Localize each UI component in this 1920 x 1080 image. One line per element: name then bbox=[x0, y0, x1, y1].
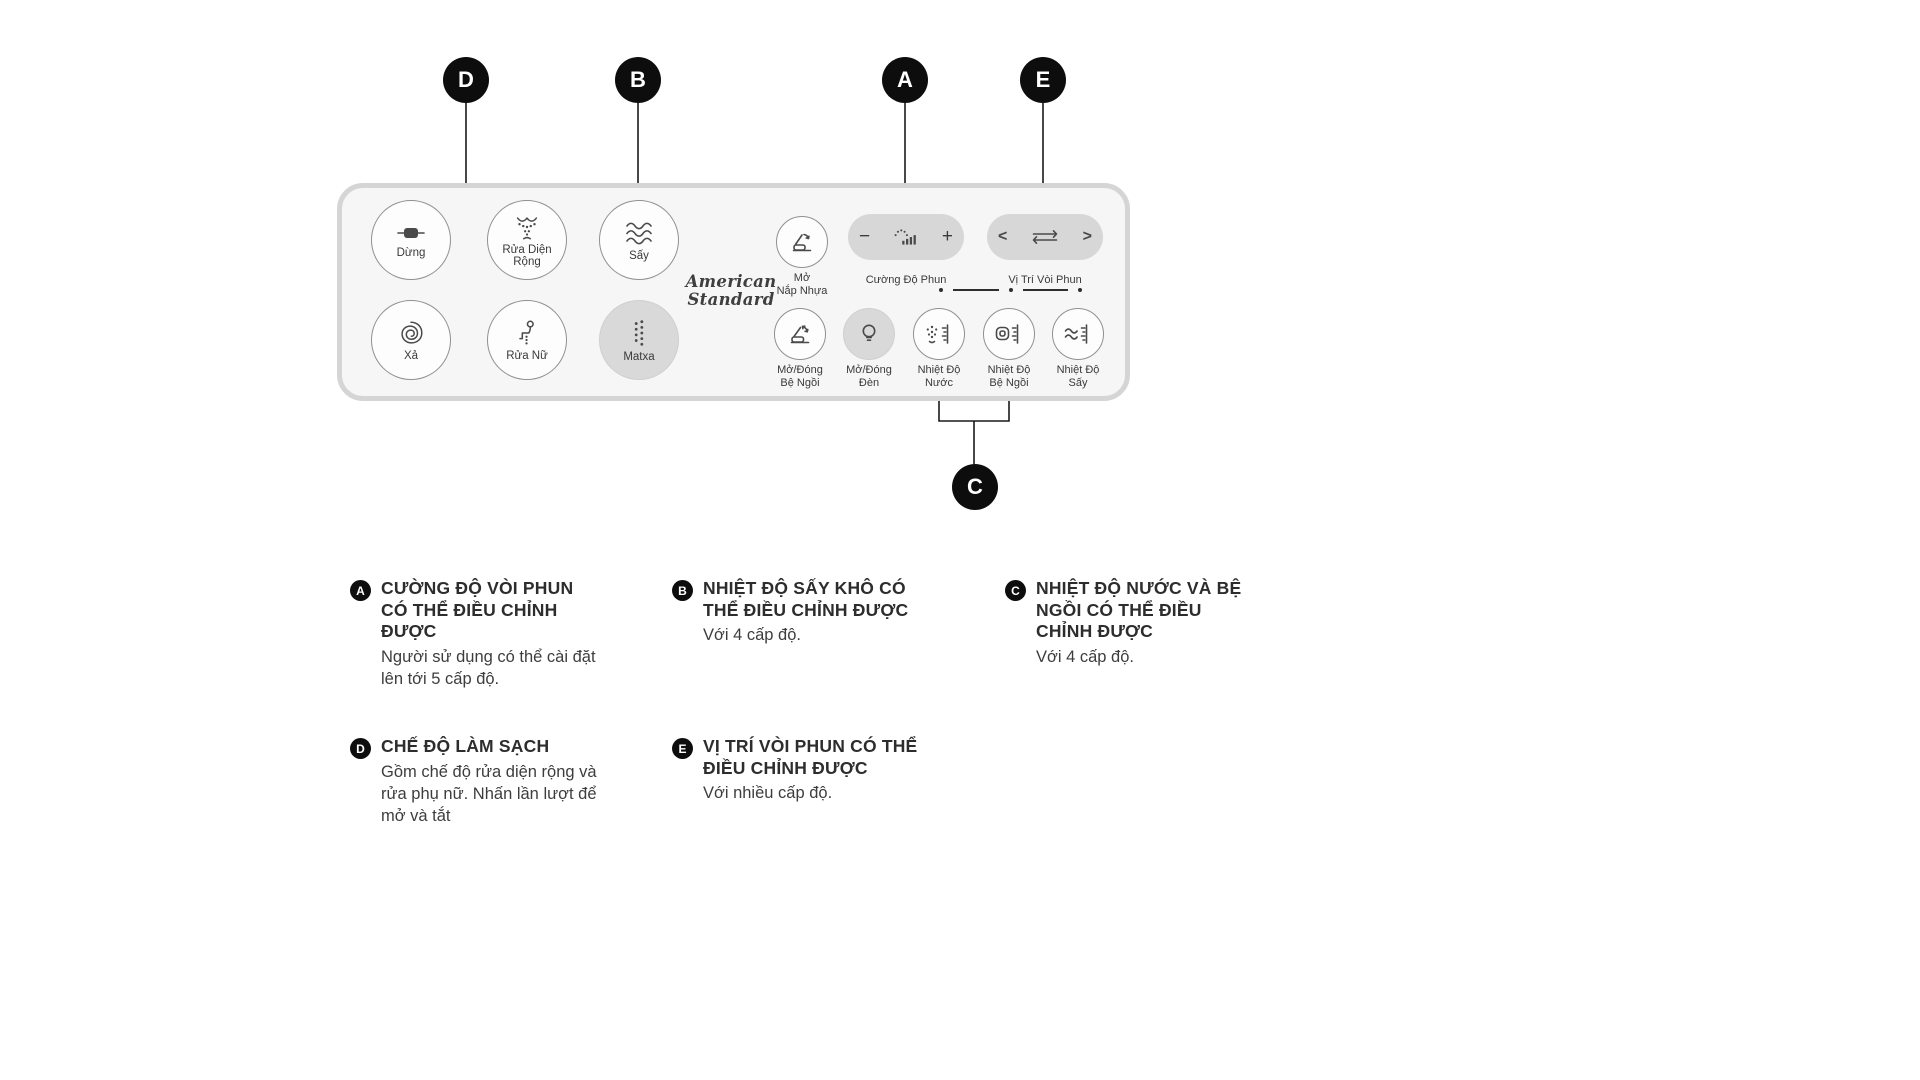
dry-temp-button bbox=[1052, 308, 1104, 360]
legend-title-a: CƯỜNG ĐỘ VÒI PHUN CÓ THỂ ĐIỀU CHỈNH ĐƯỢC bbox=[381, 578, 574, 641]
massage-icon bbox=[630, 317, 648, 349]
seat-open-button bbox=[774, 308, 826, 360]
callout-a: A bbox=[882, 57, 928, 103]
legend-item-e: E VỊ TRÍ VÒI PHUN CÓ THỂ ĐIỀU CHỈNH ĐƯỢC… bbox=[672, 736, 920, 804]
legend-title-e: VỊ TRÍ VÒI PHUN CÓ THỂ ĐIỀU CHỈNH ĐƯỢC bbox=[703, 736, 918, 778]
callout-line-c bbox=[938, 399, 1010, 464]
nozzle-position-label: Vị Trí Vòi Phun bbox=[1008, 274, 1082, 286]
legend-title-c: NHIỆT ĐỘ NƯỚC VÀ BỆ NGỒI CÓ THỂ ĐIỀU CHỈ… bbox=[1036, 578, 1242, 641]
flush-label: Xả bbox=[403, 349, 419, 362]
indicator-dot bbox=[939, 288, 943, 292]
indicator-dot bbox=[1009, 288, 1013, 292]
callout-b: B bbox=[615, 57, 661, 103]
legend-desc-b: Với 4 cấp độ. bbox=[703, 626, 801, 644]
legend-item-d: D CHẾ ĐỘ LÀM SẠCH Gồm chế độ rửa diện rộ… bbox=[350, 736, 612, 827]
female-wash-button: Rửa Nữ bbox=[487, 300, 567, 380]
dry-label: Sấy bbox=[629, 249, 649, 262]
legend-badge-c: C bbox=[1005, 580, 1026, 601]
callout-a-letter: A bbox=[897, 67, 913, 92]
callout-d-letter: D bbox=[458, 67, 474, 92]
dry-temp-icon bbox=[1063, 320, 1093, 348]
callout-e: E bbox=[1020, 57, 1066, 103]
legend-badge-d: D bbox=[350, 738, 371, 759]
legend-item-c: C NHIỆT ĐỘ NƯỚC VÀ BỆ NGỒI CÓ THỂ ĐIỀU C… bbox=[1005, 578, 1257, 668]
water-temp-label: Nhiệt Độ Nước bbox=[917, 364, 961, 389]
spray-strength-label: Cường Độ Phun bbox=[865, 274, 947, 286]
water-temp-icon bbox=[924, 320, 954, 348]
dry-temp-label: Nhiệt Độ Sấy bbox=[1056, 364, 1100, 389]
callout-d: D bbox=[443, 57, 489, 103]
light-label: Mở/Đóng Đèn bbox=[846, 364, 892, 389]
callout-c-letter: C bbox=[967, 474, 983, 499]
legend-desc-a: Người sử dụng có thể cài đặt lên tới 5 c… bbox=[381, 647, 596, 688]
wide-wash-icon bbox=[511, 212, 543, 242]
wide-wash-button: Rửa Diện Rộng bbox=[487, 200, 567, 280]
indicator-dot bbox=[1078, 288, 1082, 292]
legend-item-a: A CƯỜNG ĐỘ VÒI PHUN CÓ THỂ ĐIỀU CHỈNH ĐƯ… bbox=[350, 578, 602, 690]
lid-open-icon bbox=[789, 229, 815, 255]
spray-strength-control: − + bbox=[848, 214, 964, 260]
legend-badge-b: B bbox=[672, 580, 693, 601]
seat-temp-button bbox=[983, 308, 1035, 360]
seat-temp-label: Nhiệt Độ Bệ Ngồi bbox=[987, 364, 1031, 389]
seat-open-label: Mở/Đóng Bệ Ngồi bbox=[777, 364, 823, 389]
flush-button: Xả bbox=[371, 300, 451, 380]
legend-item-b: B NHIỆT ĐỘ SẤY KHÔ CÓ THỂ ĐIỀU CHỈNH ĐƯỢ… bbox=[672, 578, 920, 646]
dry-icon bbox=[623, 218, 655, 248]
nozzle-position-icon bbox=[1030, 228, 1060, 246]
legend-desc-c: Với 4 cấp độ. bbox=[1036, 647, 1134, 666]
bulb-icon bbox=[856, 321, 882, 347]
seat-temp-icon bbox=[994, 320, 1024, 348]
dry-button: Sấy bbox=[599, 200, 679, 280]
flush-icon bbox=[395, 318, 427, 348]
chevron-left-icon: < bbox=[998, 228, 1008, 245]
legend-badge-a: A bbox=[350, 580, 371, 601]
remote-panel: Dừng Xả Rửa Diện Rộng bbox=[337, 183, 1130, 401]
legend-desc-d: Gồm chế độ rửa diện rộng và rửa phụ nữ. … bbox=[381, 762, 597, 825]
plus-icon: + bbox=[941, 226, 953, 247]
female-wash-label: Rửa Nữ bbox=[506, 349, 548, 362]
spray-strength-icon bbox=[889, 226, 923, 248]
brand-line1: American bbox=[685, 272, 777, 291]
chevron-right-icon: > bbox=[1082, 228, 1092, 245]
stop-icon bbox=[396, 221, 426, 245]
light-button bbox=[843, 308, 895, 360]
brand-logo: American Standard bbox=[671, 273, 791, 308]
legend-title-b: NHIỆT ĐỘ SẤY KHÔ CÓ THỂ ĐIỀU CHỈNH ĐƯỢC bbox=[703, 578, 909, 620]
minus-icon: − bbox=[859, 226, 871, 247]
indicator-line bbox=[1023, 289, 1068, 291]
massage-button: Matxa bbox=[599, 300, 679, 380]
lid-open-button bbox=[776, 216, 828, 268]
stop-button: Dừng bbox=[371, 200, 451, 280]
callout-e-letter: E bbox=[1035, 67, 1051, 92]
wide-wash-label: Rửa Diện Rộng bbox=[502, 243, 552, 269]
water-temp-button bbox=[913, 308, 965, 360]
lid-open-label: Mở Nắp Nhựa bbox=[776, 272, 828, 297]
brand-line2: Standard bbox=[687, 289, 775, 309]
seat-updown-icon bbox=[787, 321, 813, 347]
callout-b-letter: B bbox=[630, 67, 646, 92]
indicator-line bbox=[953, 289, 999, 291]
female-wash-icon bbox=[511, 318, 543, 348]
legend-desc-e: Với nhiều cấp độ. bbox=[703, 784, 833, 802]
nozzle-position-control: < > bbox=[987, 214, 1103, 260]
callout-c: C bbox=[952, 464, 998, 510]
stop-label: Dừng bbox=[396, 246, 426, 259]
massage-label: Matxa bbox=[623, 350, 655, 363]
legend-title-d: CHẾ ĐỘ LÀM SẠCH bbox=[381, 736, 550, 756]
legend-badge-e: E bbox=[672, 738, 693, 759]
